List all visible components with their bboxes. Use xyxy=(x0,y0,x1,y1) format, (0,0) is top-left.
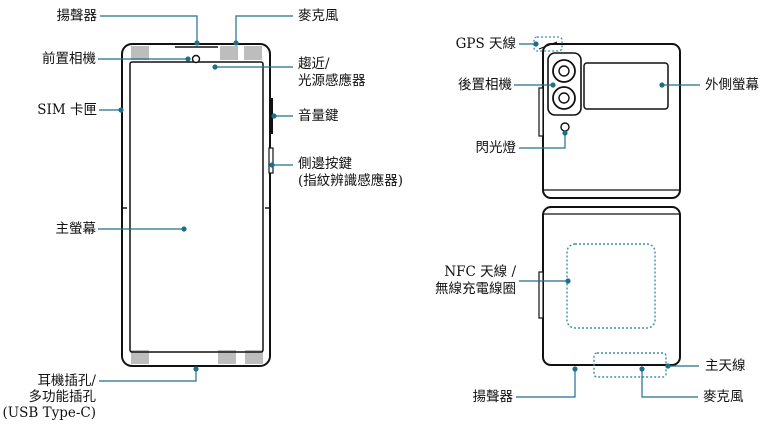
mic-top-label: 麥克風 xyxy=(298,8,339,24)
antenna-block xyxy=(244,46,262,60)
volume-key-label: 音量鍵 xyxy=(298,108,339,124)
antenna-block xyxy=(220,46,238,60)
nfc-antenna-label-1: NFC 天線 / xyxy=(444,264,516,280)
back-phone-lower xyxy=(538,206,681,378)
earphone-jack-label-3: (USB Type-C) xyxy=(2,405,96,421)
nfc-antenna-label-2: 無線充電線圈 xyxy=(435,281,516,297)
sim-tray-label: SIM 卡匣 xyxy=(37,102,97,118)
back-phone-upper xyxy=(533,36,681,199)
main-antenna-label: 主天線 xyxy=(705,358,746,374)
volume-key-shape xyxy=(269,98,273,134)
back-leader-lines xyxy=(514,41,700,398)
front-phone xyxy=(121,43,274,367)
nfc-coil-area xyxy=(566,243,656,329)
front-camera-label: 前置相機 xyxy=(42,51,96,67)
proximity-sensor-label-1: 趨近/ xyxy=(298,56,330,72)
gps-antenna-label: GPS 天線 xyxy=(455,36,516,52)
rear-camera-label: 後置相機 xyxy=(458,77,512,93)
mic-bottom-label: 麥克風 xyxy=(703,389,744,405)
proximity-sensor-label-2: 光源感應器 xyxy=(298,73,366,89)
earphone-jack-label-2: 多功能插孔 xyxy=(28,389,97,405)
antenna-block xyxy=(131,46,149,60)
side-key-label-1: 側邊按鍵 xyxy=(298,156,352,172)
earphone-jack-label-1: 耳機插孔/ xyxy=(37,373,96,389)
main-antenna-area xyxy=(593,352,667,378)
antenna-block xyxy=(245,350,263,364)
front-leader-lines xyxy=(98,15,293,382)
antenna-block xyxy=(218,350,236,364)
antenna-block xyxy=(131,350,149,364)
front-camera-lens xyxy=(191,54,201,64)
main-screen-label: 主螢幕 xyxy=(55,221,97,237)
side-key-label-2: (指紋辨識感應器) xyxy=(298,173,404,189)
speaker-bottom-label: 揚聲器 xyxy=(472,389,514,405)
cover-screen-shape xyxy=(583,62,669,110)
speaker-top-label: 揚聲器 xyxy=(56,8,98,24)
side-key-shape xyxy=(268,147,274,174)
flash-label: 閃光燈 xyxy=(475,140,517,156)
cover-screen-label: 外側螢幕 xyxy=(705,77,759,93)
flash-shape xyxy=(560,122,570,132)
